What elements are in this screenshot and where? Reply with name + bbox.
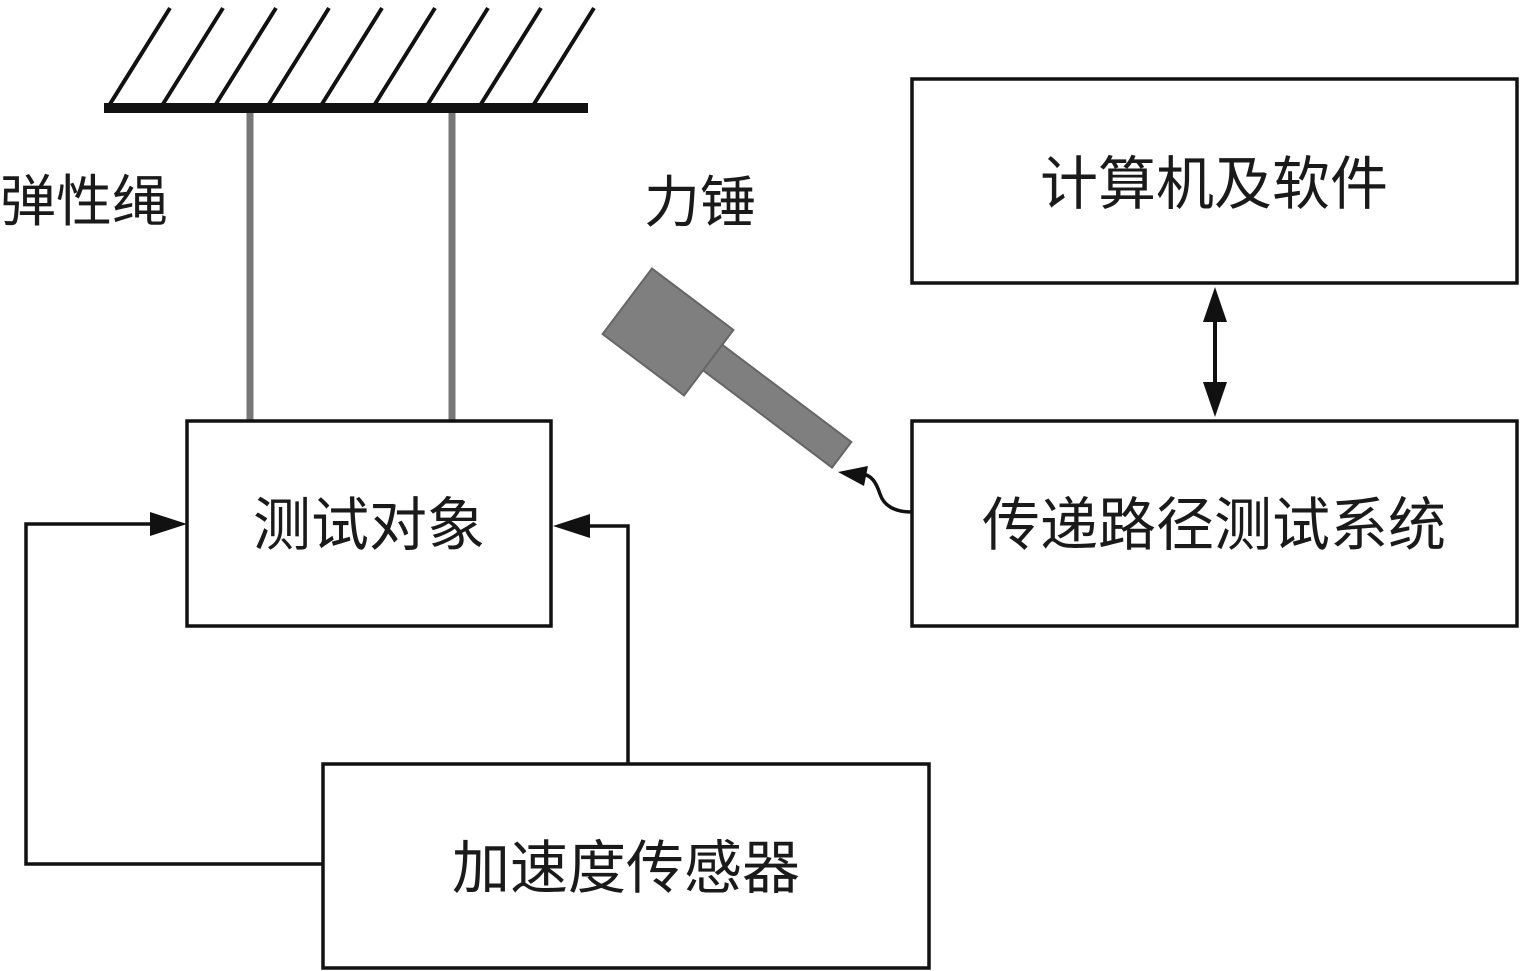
computer-software-label: 计算机及软件 [1040,150,1388,218]
accelerometer-right-connector [553,514,630,764]
force-hammer-icon [601,267,853,469]
support-hatching [108,6,596,106]
force-hammer-label: 力锤 [644,171,756,236]
accelerometer-box: 加速度传感器 [321,762,931,970]
accelerometer-left-connector [24,512,323,866]
bidirectional-arrow [1203,287,1227,417]
accelerometer-label: 加速度传感器 [452,834,800,902]
tpa-system-label: 传递路径测试系统 [982,491,1446,559]
elastic-rope-label: 弹性绳 [0,170,168,235]
computer-software-box: 计算机及软件 [910,77,1519,285]
fixed-support [104,6,596,113]
tpa-system-box: 传递路径测试系统 [910,419,1519,628]
test-object-label: 测试对象 [253,491,485,559]
hammer-cable [838,466,913,514]
test-object-box: 测试对象 [185,419,553,628]
